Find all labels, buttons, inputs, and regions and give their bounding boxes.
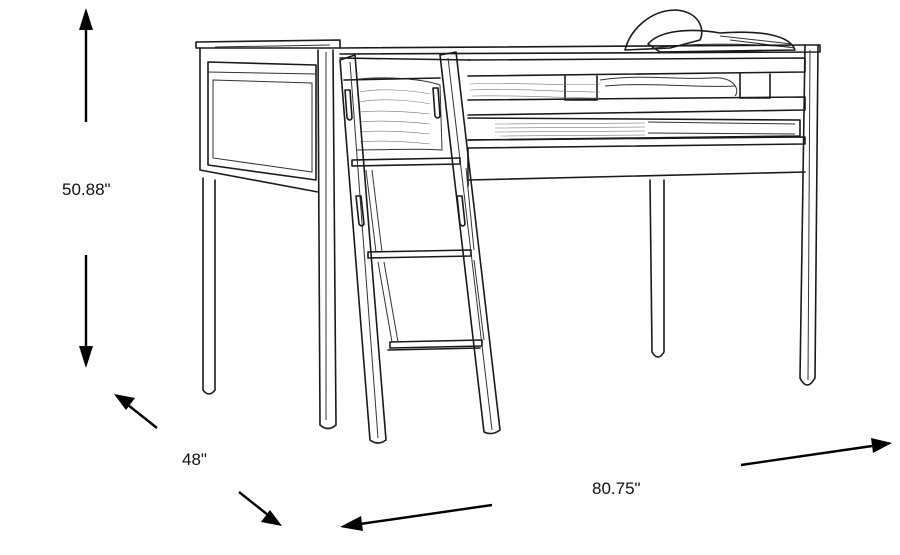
mattress-bedding bbox=[343, 77, 443, 151]
width-arrow bbox=[340, 438, 892, 531]
height-label: 50.88" bbox=[62, 180, 111, 199]
height-arrow bbox=[79, 8, 93, 368]
depth-label: 48" bbox=[182, 450, 207, 469]
left-end-panel bbox=[195, 39, 341, 430]
ladder bbox=[339, 51, 501, 444]
depth-arrow bbox=[114, 394, 282, 526]
bed-frame bbox=[339, 44, 821, 386]
width-label: 80.75" bbox=[592, 479, 641, 498]
loft-bed-drawing bbox=[195, 9, 821, 444]
